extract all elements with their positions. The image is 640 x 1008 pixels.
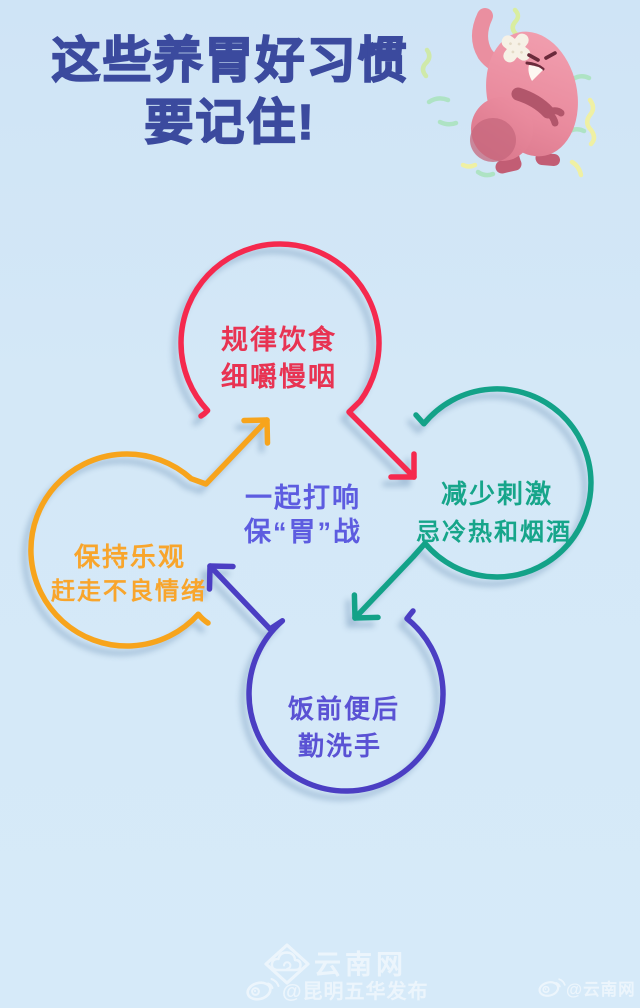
title-line-2: 要记住! <box>144 95 316 151</box>
top-node-label-line2: 细嚼慢咽 <box>221 361 337 392</box>
arrow-top-to-right-icon <box>388 451 417 480</box>
arrow-right-to-bottom-icon <box>351 592 381 621</box>
center-slogan-line1: 一起打响 <box>245 482 361 513</box>
bottom-node-ring <box>207 563 446 794</box>
mascot-mouth <box>528 65 543 81</box>
right-node-ring <box>352 386 594 621</box>
yunnan-net-logo-icon <box>264 943 310 985</box>
weibo-icon-right <box>537 978 566 999</box>
bottom-node-label-line1: 饭前便后 <box>288 694 400 724</box>
left-node-label-line1: 保持乐观 <box>73 542 186 572</box>
right-node-label-line1: 减少刺激 <box>441 479 553 509</box>
top-node-ring <box>178 241 417 480</box>
bottom-node-label-line2: 勤洗手 <box>298 731 382 761</box>
bandage-icon <box>501 33 531 63</box>
left-node-label-line2: 赶走不良情绪 <box>51 577 207 605</box>
right-node-label-line2: 忌冷热和烟酒 <box>416 518 572 546</box>
footer-brand: 云南网 <box>314 950 407 980</box>
footer-watermark: 云南网 @昆明五华发布 @云南网 <box>244 943 636 1003</box>
title-line-1: 这些养胃好习惯 <box>51 33 409 89</box>
weibo-icon-center <box>244 977 280 1003</box>
mascot-face <box>525 51 557 71</box>
center-slogan-line2: 保“胃”战 <box>243 517 362 547</box>
top-node-label-line1: 规律饮食 <box>221 324 337 355</box>
mascot-arm <box>511 87 565 127</box>
footer-handle-right: @云南网 <box>566 979 636 999</box>
poster-title: 这些养胃好习惯 要记住! <box>16 30 444 154</box>
arrow-bottom-to-left-icon <box>206 563 236 592</box>
footer-handle-center: @昆明五华发布 <box>282 979 429 1003</box>
injured-stomach-icon <box>420 7 597 178</box>
arrow-left-to-top-icon <box>241 417 271 446</box>
left-node-ring <box>28 417 270 649</box>
